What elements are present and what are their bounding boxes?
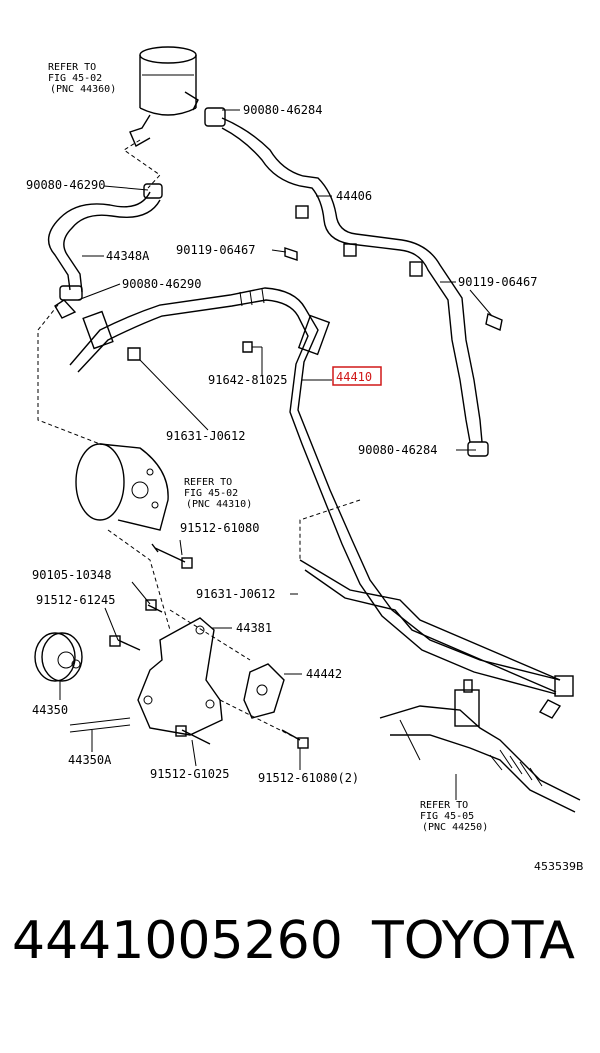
- refer-fig-45-02-mid-line1: REFER TO: [184, 477, 232, 488]
- label-44381: 44381: [236, 621, 272, 635]
- label-44406: 44406: [336, 189, 372, 203]
- label-91512-61080: 91512-61080: [180, 521, 259, 535]
- label-90080-46290-b: 90080-46290: [122, 277, 201, 291]
- label-90119-06467-a: 90119-06467: [176, 243, 255, 257]
- label-90080-46284-b: 90080-46284: [358, 443, 437, 457]
- power-steering-pump-drawing: [75, 443, 169, 531]
- label-91512-61080-2: 91512-61080(2): [258, 771, 359, 785]
- label-90105-10348: 90105-10348: [32, 568, 111, 582]
- refer-fig-45-02-top-line3: (PNC 44360): [50, 84, 116, 95]
- refer-fig-45-05-line3: (PNC 44250): [422, 822, 488, 833]
- label-44350a: 44350A: [68, 753, 112, 767]
- pressure-hose-44410-drawing: [69, 287, 574, 719]
- label-44410-highlighted: 44410: [336, 370, 372, 384]
- refer-fig-45-02-mid-line3: (PNC 44310): [186, 499, 252, 510]
- label-44442: 44442: [306, 667, 342, 681]
- idler-pulley-44350-drawing: [34, 632, 83, 682]
- label-90080-46284-top: 90080-46284: [243, 103, 322, 117]
- refer-fig-45-02-top-line2: FIG 45-02: [48, 73, 102, 84]
- leader-lines: [59, 109, 476, 800]
- refer-fig-45-02-top-line1: REFER TO: [48, 62, 96, 73]
- part-number: 4441005260: [12, 911, 343, 971]
- refer-fig-45-02-mid-line2: FIG 45-02: [184, 488, 238, 499]
- label-90080-46290-a: 90080-46290: [26, 178, 105, 192]
- label-44350: 44350: [32, 703, 68, 717]
- label-91642-81025: 91642-81025: [208, 373, 287, 387]
- label-91631-j0612-a: 91631-J0612: [166, 429, 245, 443]
- diagram-code: 453539B: [534, 860, 584, 873]
- label-91631-j0612-b: 91631-J0612: [196, 587, 275, 601]
- refer-fig-45-05-line2: FIG 45-05: [420, 811, 474, 822]
- label-44348a: 44348A: [106, 249, 150, 263]
- hose-44348a-drawing: [47, 183, 163, 319]
- exploded-parts-diagram: REFER TO FIG 45-02 (PNC 44360) 90080-462…: [26, 46, 584, 873]
- steering-gear-drawing: [379, 679, 581, 813]
- part-footer: 4441005260 TOYOTA: [0, 905, 600, 1005]
- label-91512-61245: 91512-61245: [36, 593, 115, 607]
- highlight-box-44410: [332, 366, 382, 386]
- label-91512-g1025: 91512-G1025: [150, 767, 229, 781]
- reservoir-drawing: [129, 46, 199, 147]
- bracket-44381-drawing: [137, 617, 223, 736]
- label-90119-06467-b: 90119-06467: [458, 275, 537, 289]
- brand-name: TOYOTA: [372, 911, 575, 971]
- refer-fig-45-05-line1: REFER TO: [420, 800, 468, 811]
- return-hose-44406-drawing: [204, 107, 489, 457]
- bracket-44442-drawing: [243, 663, 285, 719]
